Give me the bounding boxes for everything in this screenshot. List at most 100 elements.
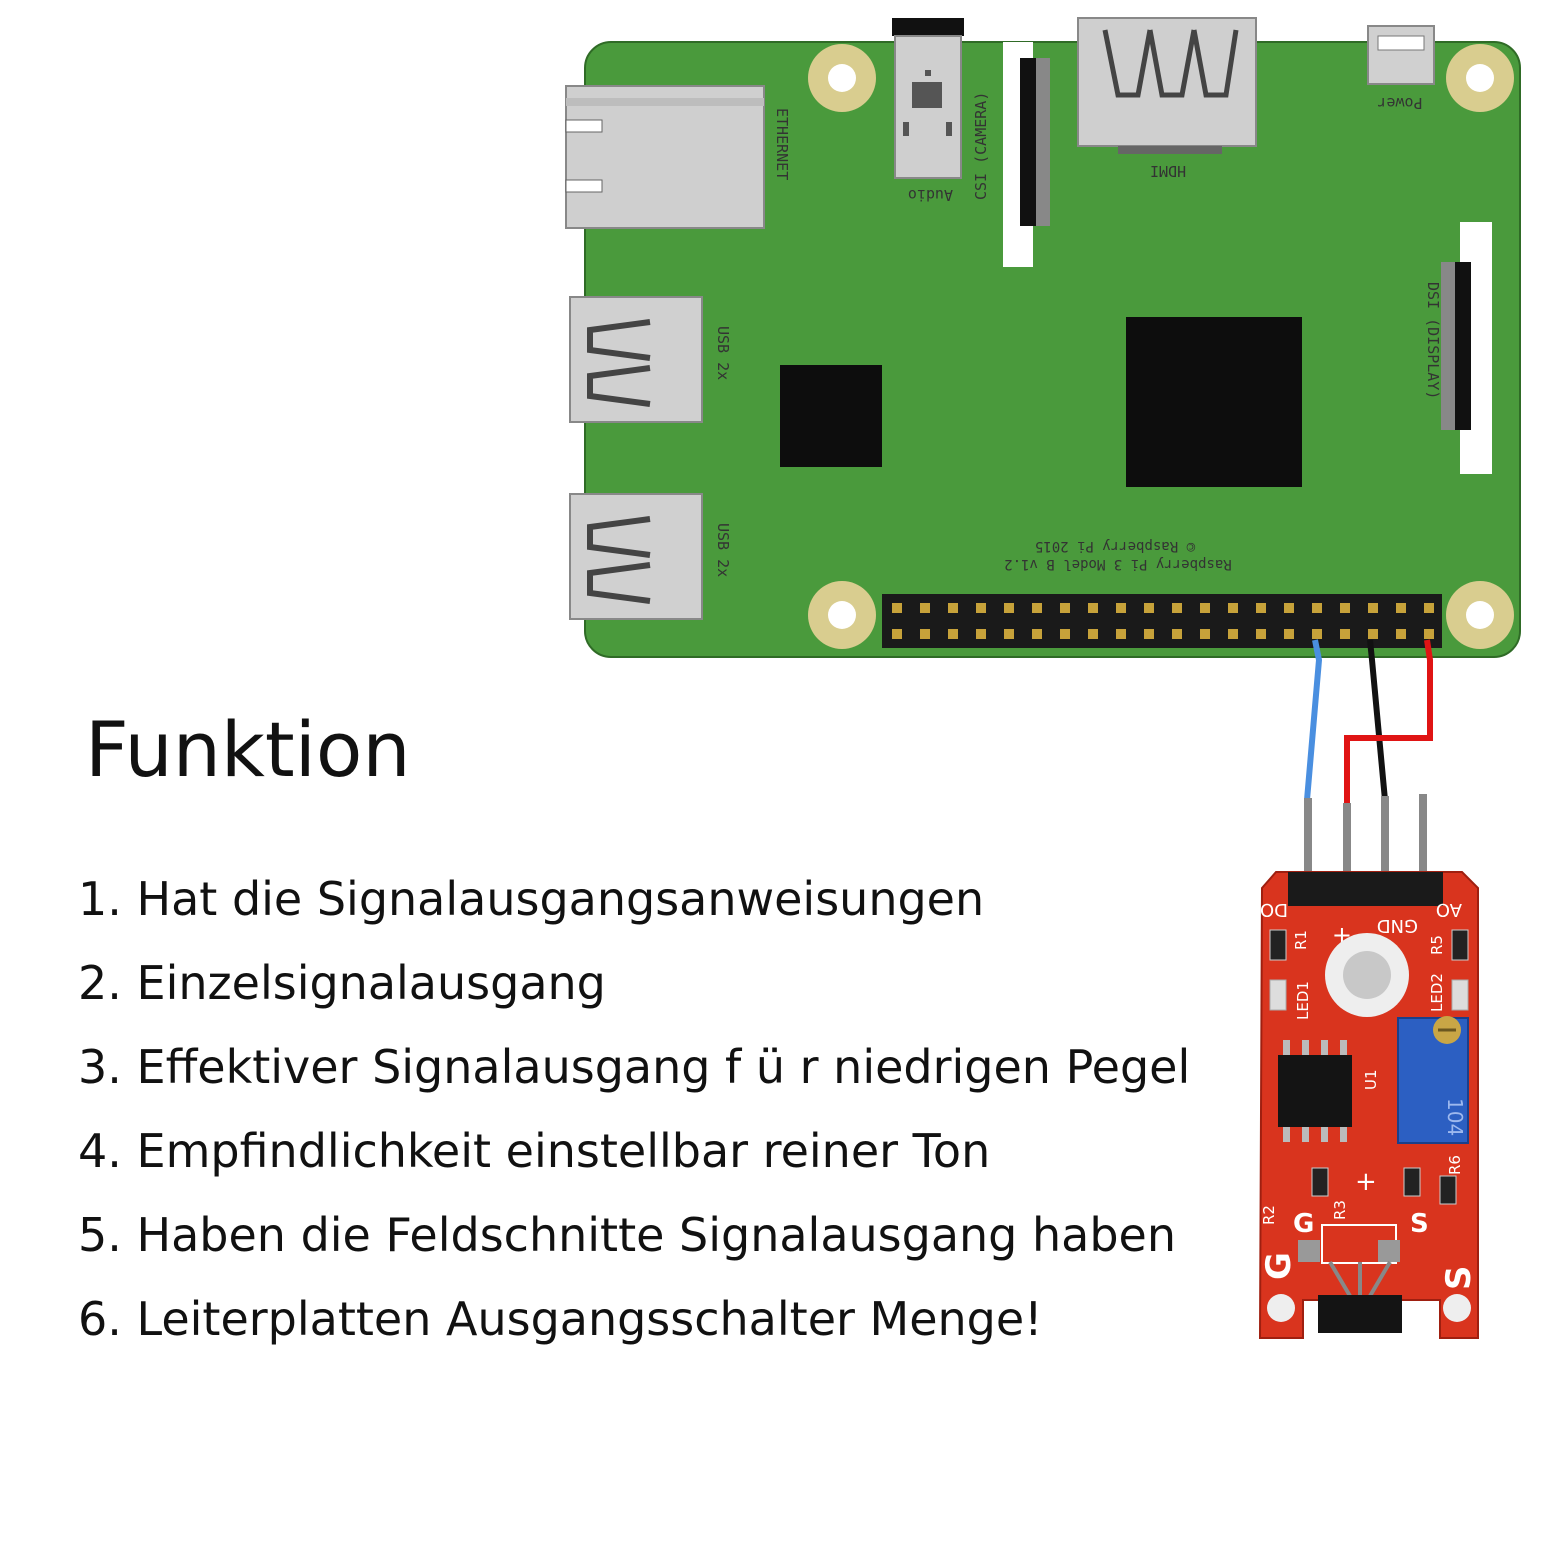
gpio-header: [882, 594, 1442, 648]
header-pin: [1304, 798, 1312, 878]
s-label: S: [1439, 1266, 1479, 1291]
mounting-hole: [808, 581, 876, 649]
pot-label: 104: [1443, 1098, 1467, 1136]
raspberry-pi-board: ETHERNET Audio CSI (CAMERA) HDMI: [565, 17, 1521, 658]
gpio-pin: [1004, 629, 1014, 639]
display-connector: [1441, 222, 1492, 474]
gpio-pin: [1340, 603, 1350, 613]
ao-label: AO: [1436, 899, 1462, 920]
header-pin: [1343, 803, 1351, 878]
header-pin: [1381, 796, 1389, 878]
feature-item: 6. Leiterplatten Ausgangsschalter Menge!: [78, 1292, 1043, 1346]
ground-wire: [1367, 639, 1388, 801]
r3-label: R3: [1331, 1200, 1349, 1220]
r1-label: R1: [1292, 930, 1310, 950]
processor-chip: [1126, 317, 1302, 487]
gpio-pin: [1256, 603, 1266, 613]
r5-label: R5: [1428, 935, 1446, 955]
copyright-label: © Raspberry Pi 2015: [1035, 538, 1195, 554]
power-label: Power: [1377, 94, 1422, 112]
gnd-label: GND: [1377, 915, 1418, 936]
gpio-pin: [1228, 603, 1238, 613]
gpio-pin: [1032, 629, 1042, 639]
feature-item: 4. Empfindlichkeit einstellbar reiner To…: [78, 1124, 991, 1178]
gpio-pin: [1060, 629, 1070, 639]
camera-label: CSI (CAMERA): [972, 92, 990, 200]
gpio-pin: [920, 629, 930, 639]
feature-item: 3. Effektiver Signalausgang f ü r niedri…: [78, 1040, 1191, 1094]
ethernet-label: ETHERNET: [773, 108, 791, 180]
gpio-pin: [1424, 629, 1434, 639]
camera-connector: [1003, 42, 1050, 267]
r2-label: R2: [1260, 1205, 1278, 1225]
gpio-pin: [1424, 603, 1434, 613]
gpio-pin: [1200, 629, 1210, 639]
gpio-pin: [1368, 629, 1378, 639]
usb-controller-chip: [780, 365, 882, 467]
u1-label: U1: [1362, 1069, 1380, 1090]
feature-list: 1. Hat die Signalausgangsanweisungen 2. …: [78, 872, 1190, 1376]
audio-jack: [892, 18, 964, 179]
gpio-pin: [1144, 603, 1154, 613]
gpio-pin: [976, 603, 986, 613]
g-label: G: [1259, 1252, 1299, 1280]
g-label: G: [1293, 1209, 1314, 1239]
model-label: Raspberry Pi 3 Model B v1.2: [1004, 556, 1232, 572]
gpio-pin: [1116, 603, 1126, 613]
do-label: DO: [1260, 899, 1288, 920]
gpio-pin: [1200, 603, 1210, 613]
display-label: DSI (DISPLAY): [1424, 282, 1442, 399]
gpio-pin: [1256, 629, 1266, 639]
gpio-pin: [948, 629, 958, 639]
hdmi-label: HDMI: [1150, 162, 1186, 180]
audio-label: Audio: [908, 186, 953, 204]
hall-sensor: [1318, 1260, 1402, 1333]
gpio-pin: [1368, 603, 1378, 613]
gpio-pin: [892, 629, 902, 639]
comparator-chip: [1278, 1040, 1352, 1142]
gpio-pin: [1312, 603, 1322, 613]
gpio-pin: [1144, 629, 1154, 639]
ethernet-port: [565, 85, 765, 229]
gpio-pin: [1060, 603, 1070, 613]
led2-label: LED2: [1428, 973, 1446, 1012]
gpio-pin: [1088, 603, 1098, 613]
gpio-pin: [1284, 603, 1294, 613]
potentiometer: [1397, 1016, 1469, 1144]
resistor: [1451, 929, 1469, 961]
hdmi-port: [1077, 17, 1257, 154]
gpio-pin: [1088, 629, 1098, 639]
resistor: [1403, 1167, 1421, 1197]
gpio-pin: [1004, 603, 1014, 613]
wires: [1304, 639, 1433, 805]
feature-item: 1. Hat die Signalausgangsanweisungen: [78, 872, 985, 926]
gpio-pin: [1284, 629, 1294, 639]
mounting-hole: [1446, 44, 1514, 112]
mounting-hole: [808, 44, 876, 112]
resistor: [1269, 929, 1287, 961]
led: [1269, 979, 1287, 1011]
signal-wire: [1304, 639, 1323, 801]
gpio-pin: [1396, 629, 1406, 639]
usb-port: [569, 296, 703, 423]
header-pin: [1419, 794, 1427, 878]
gpio-pin: [1032, 603, 1042, 613]
resistor: [1311, 1167, 1329, 1197]
r6-label: R6: [1446, 1155, 1464, 1175]
gpio-pin: [892, 603, 902, 613]
gpio-pin: [948, 603, 958, 613]
power-port: [1367, 25, 1435, 85]
mounting-hole: [1267, 1294, 1295, 1322]
resistor: [1439, 1175, 1457, 1205]
gpio-pin: [1228, 629, 1238, 639]
mounting-hole: [1446, 581, 1514, 649]
gpio-pin: [1116, 629, 1126, 639]
mounting-hole: [1443, 1294, 1471, 1322]
gpio-pin: [1396, 603, 1406, 613]
usb-label: USB 2x: [714, 523, 732, 577]
gpio-pin: [1172, 629, 1182, 639]
s-label: S: [1410, 1209, 1429, 1239]
feature-item: 2. Einzelsignalausgang: [78, 956, 606, 1010]
usb-label: USB 2x: [714, 326, 732, 380]
